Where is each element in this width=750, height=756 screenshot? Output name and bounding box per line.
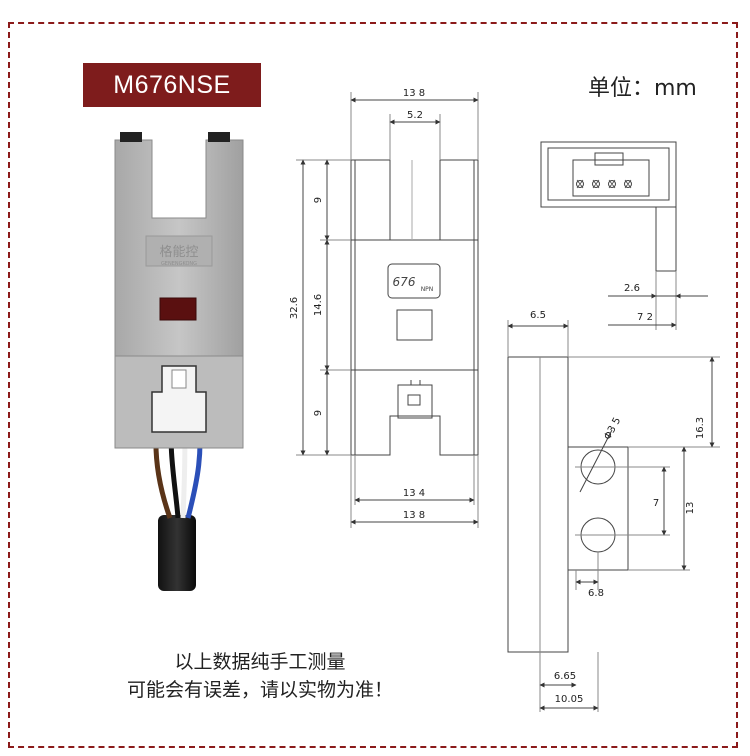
sensor-photo: 格能控 GENENGKONG [114,132,244,591]
indicator-led [159,297,197,321]
part-sub-mark: NPN [421,286,434,293]
receiver-window [208,132,230,142]
sensor-cable [158,515,196,591]
dim-bottom-outer: 13 8 [403,510,425,521]
dim-arm-width: 6.5 [530,310,546,321]
front-view-labels: 13 8 5.2 32.6 9 14.6 9 13 4 13 8 676 NPN [289,88,433,521]
unit-label: 单位：mm [588,76,697,101]
dim-slot-width: 5.2 [407,110,423,121]
dim-upper-height: 16.3 [695,417,706,439]
model-badge: M676NSE [83,63,261,107]
logo-plate [145,235,213,267]
dim-total-height: 32.6 [289,297,300,319]
dim-depth: 7 2 [637,312,653,323]
brand-logo-sub: GENENGKONG [161,261,197,267]
brand-logo: 格能控 [159,244,198,260]
dim-mount-height: 13 [685,502,696,515]
dim-bottom-inner: 13 4 [403,488,425,499]
dim-pin-offset: 2.6 [624,283,640,294]
page-frame [8,22,738,748]
top-view-labels: 2.6 7 2 [624,283,653,323]
note-line-1: 以上数据纯手工测量 [174,651,346,673]
dim-upper-arm: 9 [313,197,324,203]
note-line-2: 可能会有误差，请以实物为准！ [126,679,393,701]
dim-top-width: 13 8 [403,88,425,99]
side-view-labels: 6.5 Φ3 5 16.3 7 13 6.8 6.65 10.05 [530,310,706,705]
emitter-window [120,132,142,142]
part-mark: 676 [393,275,416,289]
dim-lower-arm: 9 [313,410,324,416]
front-view-drawing [296,92,479,528]
measurement-note: 以上数据纯手工测量 可能会有误差，请以实物为准！ [80,648,440,704]
dim-middle: 14.6 [313,294,324,316]
dim-hole-offset: 6.8 [588,588,604,599]
top-view-drawing [540,141,708,330]
dim-hole-pitch: 7 [653,498,659,509]
dim-hole-diameter: Φ3 5 [602,416,623,442]
side-view-drawing [507,320,720,712]
sensor-connector [151,365,207,433]
dim-foot-inner: 6.65 [554,671,576,682]
dim-foot-outer: 10.05 [555,694,584,705]
